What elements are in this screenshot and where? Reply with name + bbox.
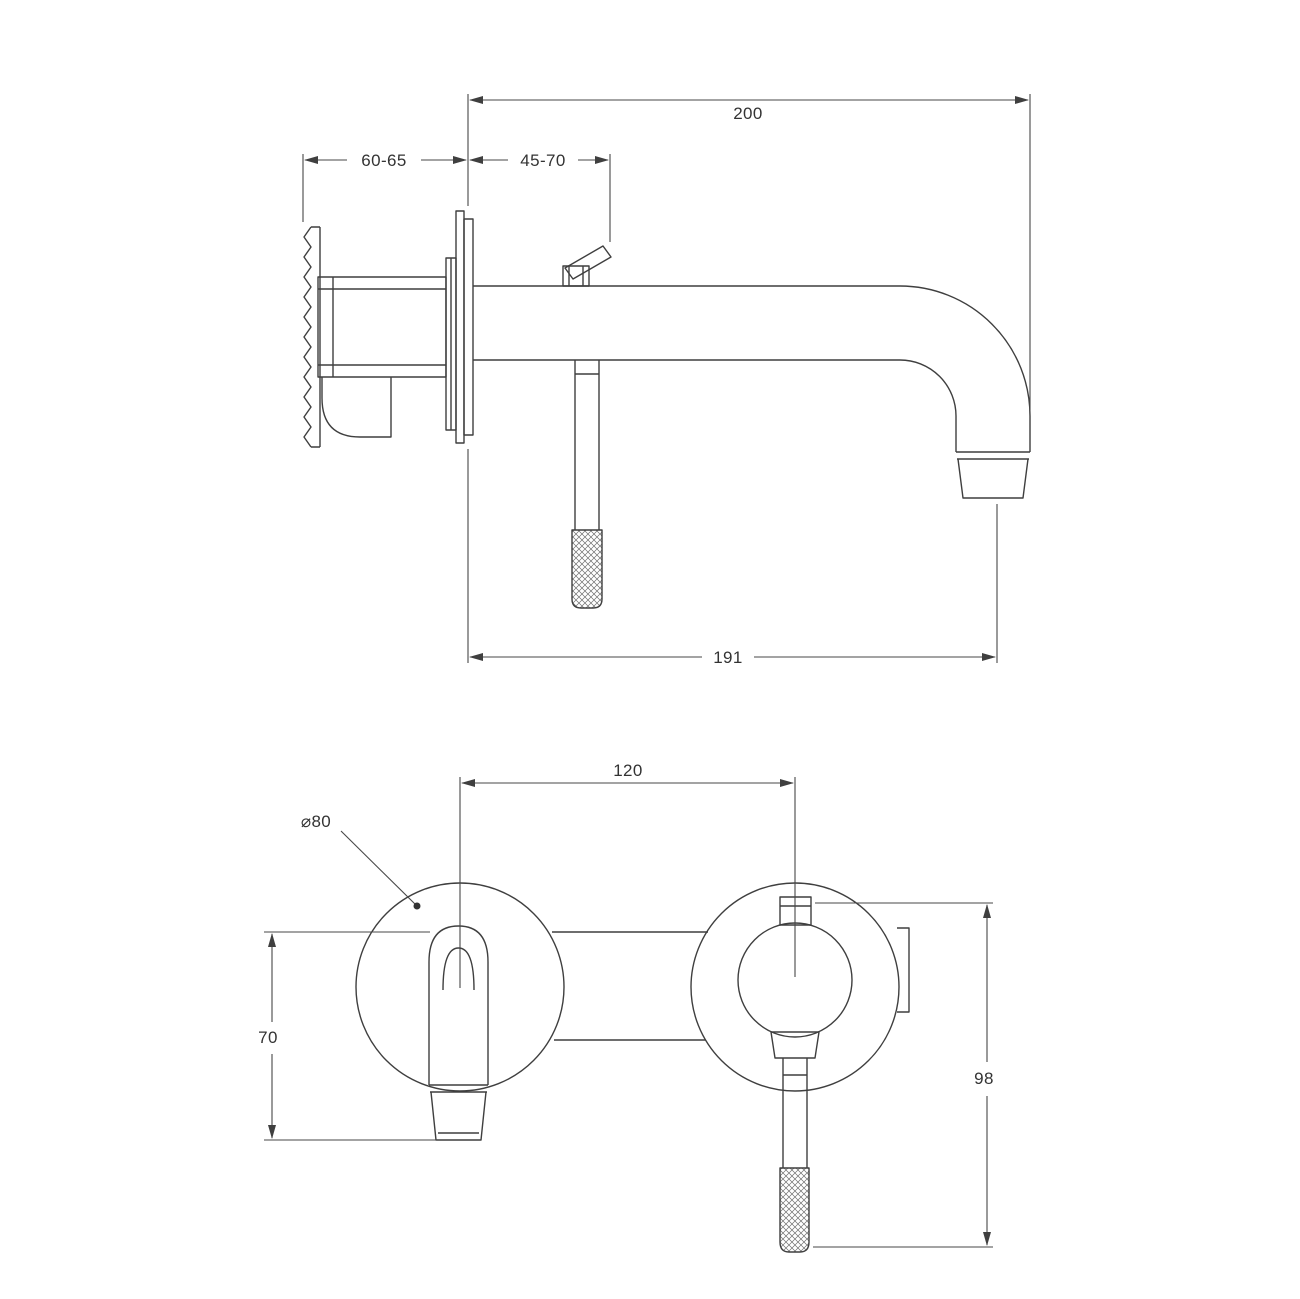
handle-knurl-front xyxy=(779,1167,810,1253)
side-view xyxy=(303,210,1031,609)
side-view-dim-labels: 200 60-65 45-70 191 xyxy=(361,104,763,667)
handle-knurl-side xyxy=(571,529,603,609)
side-tab xyxy=(897,927,910,1013)
side-view-dimensions xyxy=(302,94,1031,663)
spout-nozzle-front xyxy=(430,1091,487,1141)
trim-depth-dim-label: 45-70 xyxy=(520,151,565,170)
spout-reach-dim-label: 200 xyxy=(733,104,763,123)
front-view xyxy=(355,882,910,1253)
lower-housing xyxy=(321,377,392,438)
threaded-joint xyxy=(445,257,457,431)
overall-projection-dim-label: 191 xyxy=(713,648,743,667)
spout-side xyxy=(473,285,1031,499)
front-view-dimensions xyxy=(264,777,993,1248)
plate-diameter-dim-label: ⌀80 xyxy=(301,812,331,831)
handle-rod-side xyxy=(571,360,603,609)
handle-lever xyxy=(562,245,612,287)
wall-anchor xyxy=(303,226,321,448)
handle-front xyxy=(770,1031,820,1253)
diameter-leader-line xyxy=(340,830,418,907)
spout-nozzle xyxy=(957,458,1029,499)
connecting-bar xyxy=(552,931,708,1041)
leader-dot xyxy=(413,902,421,910)
handle-drop-dim-label: 98 xyxy=(974,1069,994,1088)
spout-front xyxy=(428,925,489,1141)
centers-distance-dim-label: 120 xyxy=(613,761,643,780)
wall-plate-side xyxy=(455,210,474,444)
valve-body xyxy=(317,276,447,438)
spout-drop-dim-label: 70 xyxy=(258,1028,278,1047)
concealed-depth-dim-label: 60-65 xyxy=(361,151,406,170)
front-view-dim-labels: 120 ⌀80 70 98 xyxy=(258,761,994,1088)
